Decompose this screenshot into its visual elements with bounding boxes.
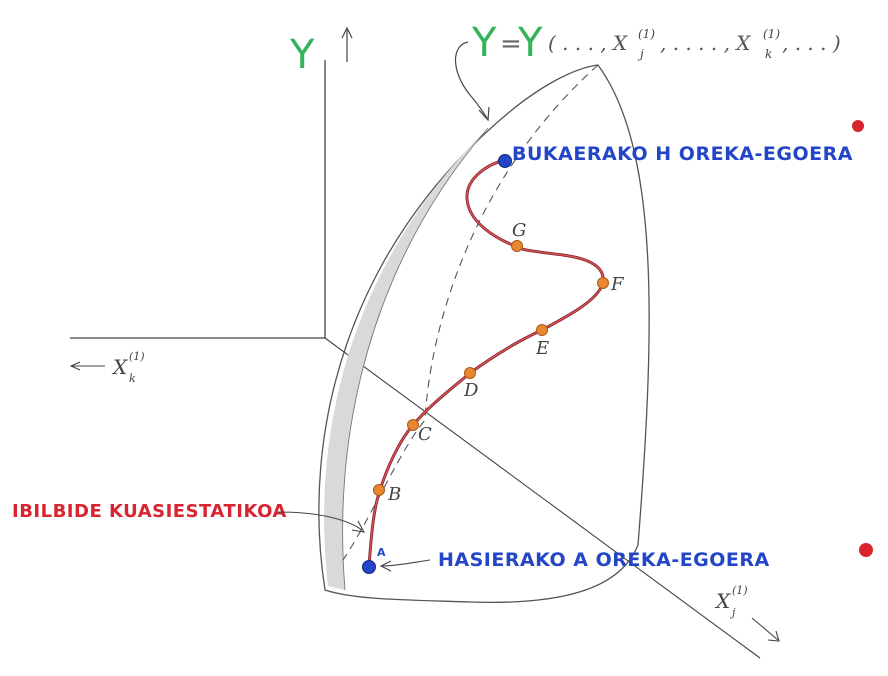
xj-axis-label: X xyxy=(714,589,731,613)
final-state-label: BUKAERAKO H OREKA-EGOERA xyxy=(512,143,853,165)
quasistatic-path xyxy=(367,158,605,567)
margin-dot-bottom xyxy=(859,543,873,557)
xk-arrow-head xyxy=(69,361,81,371)
point-a-marker xyxy=(362,560,376,574)
initial-state-arrow xyxy=(381,559,431,567)
point-c-marker xyxy=(407,419,419,431)
surface-shading xyxy=(324,128,488,590)
point-d-marker xyxy=(464,367,476,379)
equation-mid: , . . . . , X xyxy=(660,31,751,55)
xj-axis-sup: (1) xyxy=(732,584,748,597)
point-f-label: F xyxy=(610,274,625,295)
xk-axis-label: X xyxy=(111,355,128,379)
surface-edge-inner xyxy=(342,127,489,591)
point-d-label: D xyxy=(463,380,479,401)
point-a-label: A xyxy=(377,546,386,559)
point-g-marker xyxy=(511,240,523,252)
equation-sub-k: k xyxy=(765,47,772,61)
initial-state-arrow-head xyxy=(379,560,392,572)
initial-state-label: HASIERAKO A OREKA-EGOERA xyxy=(438,549,770,571)
xk-axis-sup: (1) xyxy=(129,350,145,363)
path-label-arrow xyxy=(277,511,363,531)
quasistatic-path-highlight xyxy=(368,159,604,567)
path-label: IBILBIDE KUASIESTATIKOA xyxy=(12,501,287,522)
equation-pointer-head xyxy=(478,106,490,122)
point-b-marker xyxy=(373,484,385,496)
y-axis-label: Y xyxy=(289,32,315,78)
equation-end: , . . . ) xyxy=(782,31,841,55)
xj-arrow-shaft xyxy=(751,617,779,641)
point-h-marker xyxy=(498,154,512,168)
equation-rhs-symbol: Y xyxy=(517,20,543,66)
point-e-label: E xyxy=(535,338,549,359)
equation-sub-j: j xyxy=(637,47,644,61)
equation-pointer xyxy=(455,41,488,119)
point-g-label: G xyxy=(512,220,526,241)
xj-arrow-head xyxy=(767,630,780,642)
point-e-marker xyxy=(536,324,548,336)
equation-args: ( . . . , X xyxy=(548,31,628,55)
margin-dot-top xyxy=(852,120,864,132)
equation-sup-1: (1) xyxy=(638,27,655,41)
xj-axis-sub: j xyxy=(729,606,736,619)
point-c-label: C xyxy=(418,424,432,445)
equation-lhs: Y xyxy=(471,20,497,66)
point-f-marker xyxy=(597,277,609,289)
equation-sup-2: (1) xyxy=(763,27,780,41)
xk-axis-sub: k xyxy=(129,372,136,385)
surface-outline xyxy=(318,64,650,604)
path-label-arrow-head xyxy=(351,520,366,533)
y-arrow-head xyxy=(341,26,353,39)
point-b-label: B xyxy=(387,484,401,505)
xj-axis-line xyxy=(324,337,761,659)
equation-eq: = xyxy=(500,29,522,59)
